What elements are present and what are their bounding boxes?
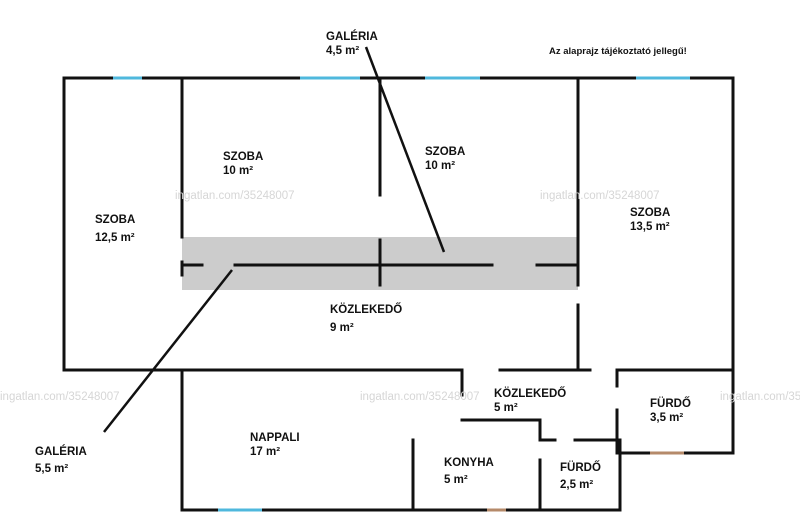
room-name: FÜRDŐ xyxy=(560,462,601,474)
watermark: ingatlan.com/35248007 xyxy=(720,391,800,403)
room-name: KÖZLEKEDŐ xyxy=(494,388,567,400)
room-label-galeria-top: GALÉRIA 4,5 m² xyxy=(326,30,378,58)
room-area: 9 m² xyxy=(330,322,354,334)
watermark: ingatlan.com/35248007 xyxy=(540,190,660,202)
room-area: 5 m² xyxy=(494,402,518,414)
room-label-konyha: KONYHA 5 m² xyxy=(444,456,494,487)
room-label-szoba-mid1: SZOBA 10 m² xyxy=(223,150,263,178)
room-area: 12,5 m² xyxy=(95,232,135,244)
room-label-furdo-small: FÜRDŐ 2,5 m² xyxy=(560,461,601,492)
room-name: NAPPALI xyxy=(250,432,300,444)
room-label-furdo-right: FÜRDŐ 3,5 m² xyxy=(650,397,691,425)
doors xyxy=(487,451,684,512)
room-area: 10 m² xyxy=(425,160,456,172)
room-label-kozlekedo-small: KÖZLEKEDŐ 5 m² xyxy=(494,387,566,415)
room-area: 10 m² xyxy=(223,165,254,177)
room-name: GALÉRIA xyxy=(326,31,378,43)
room-label-galeria-left: GALÉRIA 5,5 m² xyxy=(35,445,87,476)
room-area: 2,5 m² xyxy=(560,479,594,491)
room-area: 4,5 m² xyxy=(326,45,360,57)
room-name: SZOBA xyxy=(95,214,136,226)
gallery-pointers xyxy=(103,46,446,433)
disclaimer-note: Az alaprajz tájékoztató jellegű! xyxy=(549,46,687,57)
room-label-nappali: NAPPALI 17 m² xyxy=(250,431,300,459)
room-area: 5,5 m² xyxy=(35,463,69,475)
windows xyxy=(113,76,690,512)
room-area: 17 m² xyxy=(250,446,281,458)
room-area: 3,5 m² xyxy=(650,412,684,424)
room-name: SZOBA xyxy=(223,151,264,163)
walls xyxy=(62,76,735,512)
room-name: FÜRDŐ xyxy=(650,398,691,410)
watermark: ingatlan.com/35248007 xyxy=(0,391,120,403)
room-area: 13,5 m² xyxy=(630,221,670,233)
watermark: ingatlan.com/35248007 xyxy=(175,190,295,202)
room-name: KÖZLEKEDŐ xyxy=(330,304,403,316)
room-label-szoba-mid2: SZOBA 10 m² xyxy=(425,145,465,173)
room-label-szoba-right: SZOBA 13,5 m² xyxy=(630,206,670,234)
room-label-kozlekedo-big: KÖZLEKEDŐ 9 m² xyxy=(330,303,402,335)
room-name: SZOBA xyxy=(630,207,671,219)
room-label-szoba-left: SZOBA 12,5 m² xyxy=(95,213,135,245)
room-area: 5 m² xyxy=(444,474,468,486)
watermark: ingatlan.com/35248007 xyxy=(360,391,480,403)
room-name: KONYHA xyxy=(444,457,494,469)
room-name: GALÉRIA xyxy=(35,446,87,458)
room-name: SZOBA xyxy=(425,146,466,158)
